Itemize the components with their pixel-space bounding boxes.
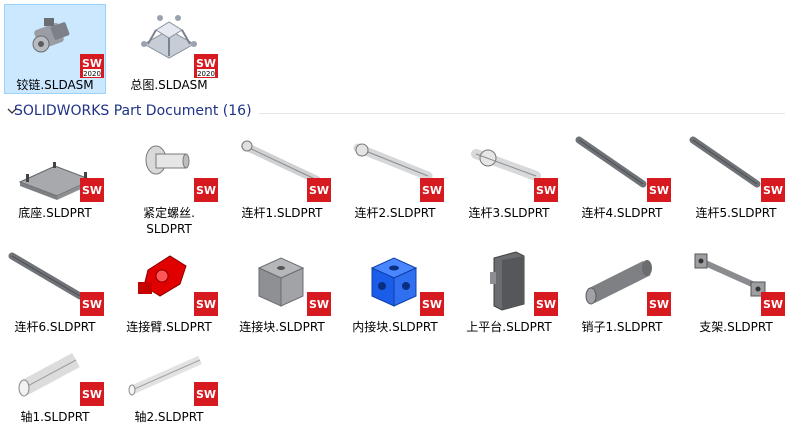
upper-platform-thumbnail-icon — [490, 251, 525, 311]
badge-text: SW — [422, 298, 442, 311]
solidworks-badge-icon: SW — [420, 178, 444, 202]
pin-thumbnail-icon — [585, 260, 652, 305]
badge-text: SW — [536, 298, 556, 311]
file-item-upper-platform[interactable]: SW 上平台.SLDPRT — [454, 244, 564, 344]
bracket-thumbnail-icon — [694, 253, 766, 297]
link-rod-2-thumbnail-icon — [353, 143, 433, 181]
solidworks-badge-icon: SW — [761, 292, 785, 316]
badge-text: SW — [196, 298, 216, 311]
file-item-inner-block[interactable]: SW 内接块.SLDPRT — [340, 244, 450, 344]
svg-text:2020: 2020 — [197, 70, 215, 78]
file-name-label: 紧定螺丝. SLDPRT — [143, 206, 195, 236]
badge-text: SW — [422, 184, 442, 197]
file-name-label: 支架.SLDPRT — [699, 320, 773, 334]
link-bar-4-thumbnail-icon — [575, 136, 647, 188]
svg-text:SW: SW — [196, 57, 216, 70]
link-bar-6-thumbnail-icon — [8, 252, 84, 300]
general-assembly-thumbnail-icon — [141, 15, 197, 59]
solidworks-badge-icon: SW — [80, 382, 104, 406]
solidworks-badge-icon: SW 2020 — [80, 54, 104, 78]
link-rod-1-thumbnail-icon — [241, 140, 321, 184]
file-item-shaft-1[interactable]: SW 轴1.SLDPRT — [0, 334, 110, 434]
file-name-label: 连接块.SLDPRT — [239, 320, 325, 334]
badge-text: SW — [536, 184, 556, 197]
file-name-label: 连杆4.SLDPRT — [581, 206, 663, 220]
group-header-part-documents[interactable]: SOLIDWORKS Part Document (16) — [4, 100, 789, 124]
solidworks-badge-icon: SW — [761, 178, 785, 202]
file-name-label: 连杆2.SLDPRT — [354, 206, 436, 220]
file-name-label: 轴1.SLDPRT — [20, 410, 90, 424]
file-item-link-bar-5[interactable]: SW 连杆5.SLDPRT — [681, 130, 789, 230]
solidworks-badge-icon: SW 2020 — [194, 54, 218, 78]
file-item-connecting-block[interactable]: SW 连接块.SLDPRT — [227, 244, 337, 344]
file-item-hinge-assembly[interactable]: SW 2020 铰链.SLDASM — [0, 0, 110, 96]
badge-text: SW — [82, 298, 102, 311]
file-name-label: 连杆5.SLDPRT — [695, 206, 777, 220]
file-name-label: 底座.SLDPRT — [18, 206, 92, 220]
group-title: SOLIDWORKS Part Document (16) — [14, 103, 252, 119]
chevron-down-icon[interactable] — [6, 105, 18, 117]
badge-text: SW — [763, 184, 783, 197]
solidworks-badge-icon: SW — [80, 292, 104, 316]
badge-text: SW — [82, 184, 102, 197]
file-name-label: 连接臂.SLDPRT — [126, 320, 212, 334]
solidworks-badge-icon: SW — [80, 178, 104, 202]
link-bar-5-thumbnail-icon — [689, 136, 761, 188]
solidworks-badge-icon: SW — [534, 178, 558, 202]
solidworks-badge-icon: SW — [647, 292, 671, 316]
file-item-link-bar-4[interactable]: SW 连杆4.SLDPRT — [567, 130, 677, 230]
shaft-1-thumbnail-icon — [18, 352, 80, 397]
file-item-bracket[interactable]: SW 支架.SLDPRT — [681, 244, 789, 344]
solidworks-badge-icon: SW — [307, 178, 331, 202]
solidworks-badge-icon: SW — [647, 178, 671, 202]
solidworks-badge-icon: SW — [194, 292, 218, 316]
file-name-label: 连杆3.SLDPRT — [468, 206, 550, 220]
connecting-block-thumbnail-icon — [257, 257, 305, 307]
solidworks-badge-icon: SW — [420, 292, 444, 316]
file-name-label: 销子1.SLDPRT — [581, 320, 663, 334]
file-name-label: 总图.SLDASM — [130, 78, 208, 92]
file-name-label: 内接块.SLDPRT — [352, 320, 438, 334]
file-item-link-bar-6[interactable]: SW 连杆6.SLDPRT — [0, 244, 110, 344]
solidworks-badge-icon: SW — [194, 382, 218, 406]
badge-text: SW — [649, 184, 669, 197]
file-name-label: 连杆1.SLDPRT — [241, 206, 323, 220]
solidworks-badge-icon: SW — [534, 292, 558, 316]
file-item-link-rod-1[interactable]: SW 连杆1.SLDPRT — [227, 130, 337, 230]
set-screw-thumbnail-icon — [145, 145, 190, 175]
selection-highlight — [4, 4, 106, 94]
badge-text: SW — [196, 388, 216, 401]
file-item-connecting-arm[interactable]: SW 连接臂.SLDPRT — [114, 244, 224, 344]
solidworks-badge-icon: SW — [194, 178, 218, 202]
file-item-link-rod-2[interactable]: SW 连杆2.SLDPRT — [340, 130, 450, 230]
group-divider — [259, 113, 785, 114]
file-item-pin[interactable]: SW 销子1.SLDPRT — [567, 244, 677, 344]
inner-block-thumbnail-icon — [370, 257, 418, 307]
solidworks-badge-icon: SW — [307, 292, 331, 316]
badge-text: SW — [82, 388, 102, 401]
svg-text:SW: SW — [82, 57, 102, 70]
file-name-label: 上平台.SLDPRT — [466, 320, 552, 334]
badge-text: SW — [649, 298, 669, 311]
svg-text:2020: 2020 — [83, 70, 101, 78]
hinge-assembly-thumbnail-icon — [32, 18, 70, 53]
file-item-shaft-2[interactable]: SW 轴2.SLDPRT — [114, 334, 224, 434]
file-item-base-plate[interactable]: SW 底座.SLDPRT — [0, 130, 110, 230]
file-name-label: 铰链.SLDASM — [16, 78, 94, 92]
shaft-2-thumbnail-icon — [128, 355, 202, 396]
badge-text: SW — [763, 298, 783, 311]
file-item-link-rod-3[interactable]: SW 连杆3.SLDPRT — [454, 130, 564, 230]
badge-text: SW — [196, 184, 216, 197]
link-rod-3-thumbnail-icon — [471, 149, 541, 181]
file-name-label: 连杆6.SLDPRT — [14, 320, 96, 334]
file-name-label: 轴2.SLDPRT — [134, 410, 204, 424]
badge-text: SW — [309, 184, 329, 197]
file-item-general-assembly[interactable]: SW 2020 总图.SLDASM — [114, 0, 224, 96]
badge-text: SW — [309, 298, 329, 311]
connecting-arm-thumbnail-icon — [138, 255, 187, 297]
